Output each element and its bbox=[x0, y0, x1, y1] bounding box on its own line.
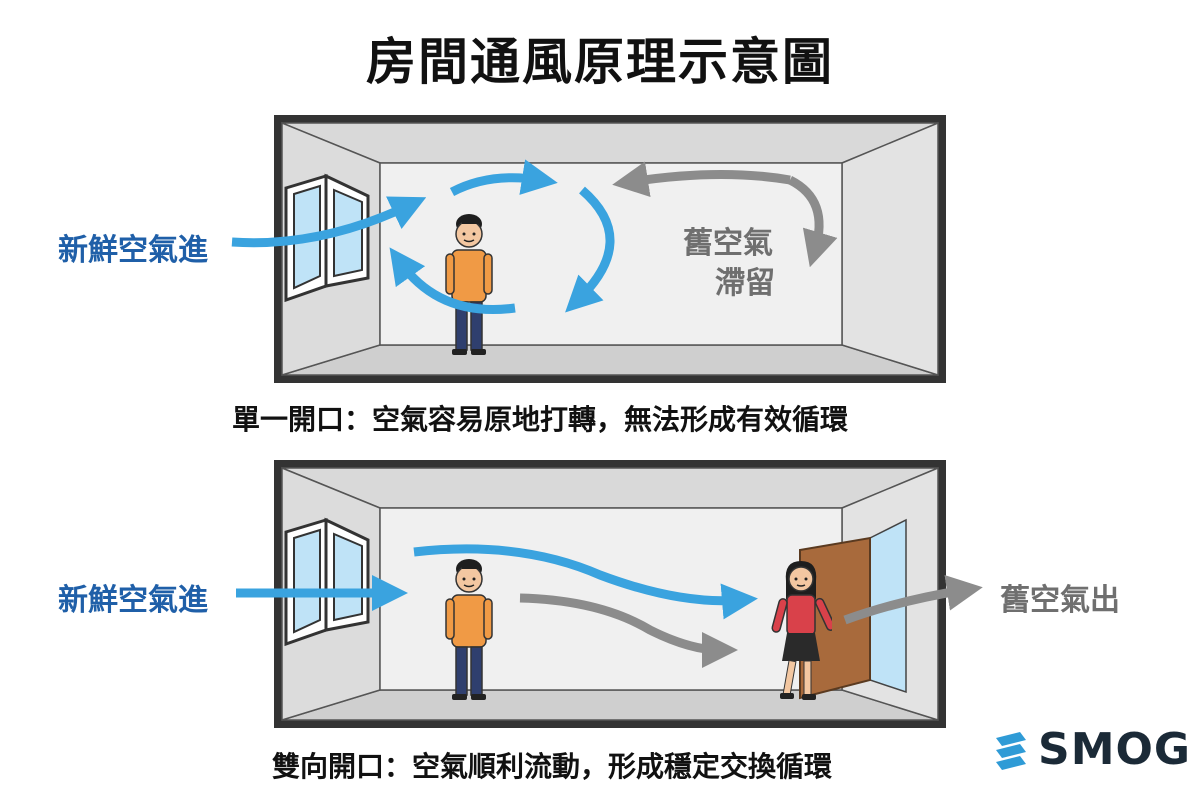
smog-logo: SMOG bbox=[990, 722, 1190, 782]
arrow-fresh-in-top bbox=[231, 196, 427, 248]
window-left-bottom bbox=[284, 517, 370, 647]
caption-double-opening: 雙向開口：空氣順利流動，形成穩定交換循環 bbox=[272, 750, 833, 783]
fresh-air-label-top: 新鮮空氣進 bbox=[58, 233, 208, 268]
stale-air-out-label: 舊空氣出 bbox=[1000, 583, 1120, 618]
airflow-arrows-top bbox=[231, 159, 838, 314]
stale-air-label-line1: 舊空氣 bbox=[683, 226, 773, 261]
person-boy-bottom bbox=[445, 559, 493, 700]
fresh-air-label-bottom: 新鮮空氣進 bbox=[58, 583, 208, 618]
person-boy-top bbox=[445, 214, 493, 355]
caption-single-opening: 單一開口：空氣容易原地打轉，無法形成有效循環 bbox=[232, 403, 849, 436]
smog-logo-text: SMOG bbox=[1038, 724, 1191, 775]
arrow-stale-out bbox=[843, 574, 983, 625]
page-title: 房間通風原理示意圖 bbox=[366, 33, 834, 91]
smog-logo-icon bbox=[996, 732, 1026, 770]
person-girl-bottom bbox=[771, 561, 832, 700]
airflow-arrows-bottom bbox=[236, 544, 983, 668]
stale-air-label-line2: 滯留 bbox=[715, 266, 775, 301]
